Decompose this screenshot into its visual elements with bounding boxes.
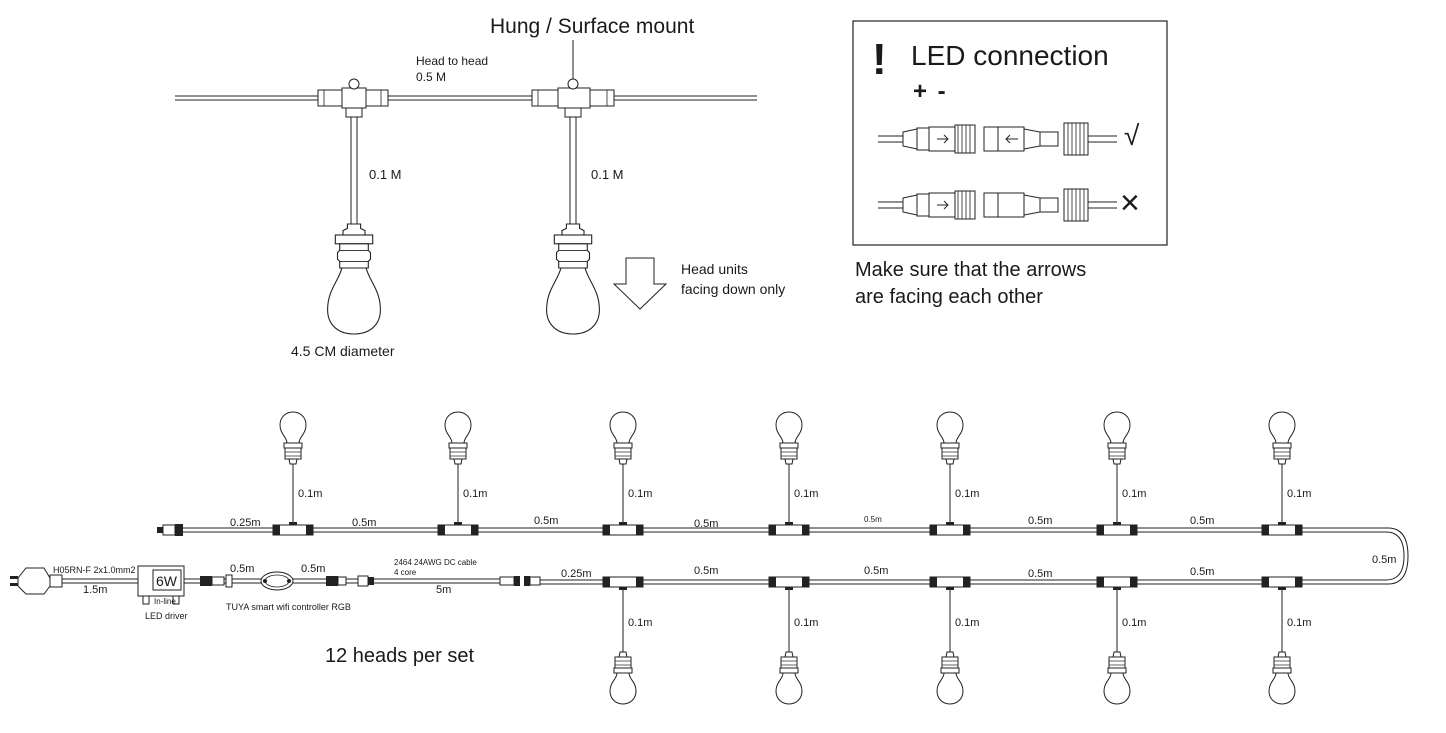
dc-cable-spec-2: 4 core: [394, 568, 417, 577]
bulb-icon: [775, 411, 803, 465]
upper-segment-label: 0.5m: [352, 517, 377, 529]
tee-connector-icon: [768, 576, 810, 591]
lower-drop-label: 0.1m: [794, 617, 819, 629]
lower-segment-label: 0.5m: [694, 565, 719, 577]
facing-label-2: facing down only: [681, 281, 786, 297]
tee-connector-icon: [602, 521, 644, 536]
lower-drop-label: 0.1m: [1287, 617, 1312, 629]
upper-drop-label: 0.1m: [463, 488, 488, 500]
correct-check-icon: √: [1124, 120, 1140, 151]
loop-seg: 0.5m: [1372, 554, 1397, 566]
driver-label: LED driver: [145, 611, 188, 621]
lower-segment-label: 0.5m: [1190, 566, 1215, 578]
driver-inline: In-line: [154, 597, 176, 606]
upper-segment-label: 0.5m: [864, 515, 882, 524]
bulb-icon: [1268, 411, 1296, 465]
heads-per-set: 12 heads per set: [325, 645, 474, 667]
head-to-head-label: Head to head: [416, 54, 489, 68]
upper-row: [272, 411, 1303, 536]
lower-drop-label: 0.1m: [955, 617, 980, 629]
hanging-tee-right: [531, 78, 615, 118]
tee-connector-icon: [1096, 576, 1138, 591]
down-arrow-icon: [612, 257, 668, 310]
upper-drop-label: 0.1m: [955, 488, 980, 500]
controller-label: TUYA smart wifi controller RGB: [226, 602, 351, 612]
upper-drop-label: 0.1m: [1287, 488, 1312, 500]
bulb-icon: [775, 651, 803, 705]
led-driver-box: [137, 565, 185, 605]
upper-drop-label: 0.1m: [298, 488, 323, 500]
bulb-icon: [936, 651, 964, 705]
plug-cable-spec: H05RN-F 2x1.0mm2: [53, 565, 136, 575]
tee-connector-icon: [929, 521, 971, 536]
tee-connector-icon: [437, 521, 479, 536]
tee-connector-icon: [768, 521, 810, 536]
driver-wattage: 6W: [156, 573, 177, 589]
tee-connector-icon: [1261, 576, 1303, 591]
tee-connector-icon: [1261, 521, 1303, 536]
ctrl-lead-left: 0.5m: [230, 563, 255, 575]
dc-cable-spec-1: 2464 24AWG DC cable: [394, 558, 477, 567]
lower-drop-label: 0.1m: [628, 617, 653, 629]
upper-drop-label: 0.1m: [628, 488, 653, 500]
drop-left-label: 0.1 M: [369, 167, 402, 182]
warning-icon: !: [872, 35, 887, 84]
arrow-note-line-2: are facing each other: [855, 286, 1043, 308]
connector-correct-row: [878, 122, 1117, 156]
bulb-icon: [609, 651, 637, 705]
lower-row: [602, 576, 1303, 705]
hanging-tee-left: [317, 78, 389, 118]
tee-connector-icon: [602, 576, 644, 591]
lower-drop-label: 0.1m: [1122, 617, 1147, 629]
bulb-icon: [936, 411, 964, 465]
bulb-icon: [1103, 411, 1131, 465]
lower-segment-label: 0.5m: [1028, 568, 1053, 580]
connector-wrong-row: [878, 188, 1117, 222]
bulb-icon: [1268, 651, 1296, 705]
upper-segment-label: 0.5m: [694, 518, 719, 530]
head-to-head-value: 0.5 M: [416, 70, 447, 84]
diameter-label: 4.5 CM diameter: [291, 343, 395, 359]
wifi-controller-icon: [260, 571, 294, 591]
bulb-icon: [444, 411, 472, 465]
facing-label-1: Head units: [681, 261, 748, 277]
wrong-cross-icon: ×: [1120, 184, 1140, 222]
mount-title: Hung / Surface mount: [490, 15, 695, 38]
bulb-icon: [279, 411, 307, 465]
led-connection-title: LED connection: [911, 40, 1109, 71]
uk-plug-icon: [10, 567, 63, 595]
upper-drop-label: 0.1m: [794, 488, 819, 500]
lower-segment-label: 0.5m: [864, 565, 889, 577]
tee-connector-icon: [929, 576, 971, 591]
upper-first-seg: 0.25m: [230, 517, 261, 529]
arrow-note-line-1: Make sure that the arrows: [855, 259, 1087, 281]
lower-first-seg: 0.25m: [561, 568, 592, 580]
tee-connector-icon: [1096, 521, 1138, 536]
drop-right-label: 0.1 M: [591, 167, 624, 182]
bulb-icon: [1103, 651, 1131, 705]
dc-cable-length: 5m: [436, 584, 452, 596]
upper-segment-label: 0.5m: [1028, 515, 1053, 527]
ctrl-lead-right: 0.5m: [301, 563, 326, 575]
end-connector-icon: [157, 524, 183, 536]
bulb-icon: [609, 411, 637, 465]
tee-connector-icon: [272, 521, 314, 536]
polarity-label: + -: [913, 78, 948, 105]
plug-cable-length: 1.5m: [83, 584, 108, 596]
upper-segment-label: 0.5m: [534, 515, 559, 527]
upper-segment-label: 0.5m: [1190, 515, 1215, 527]
upper-drop-label: 0.1m: [1122, 488, 1147, 500]
